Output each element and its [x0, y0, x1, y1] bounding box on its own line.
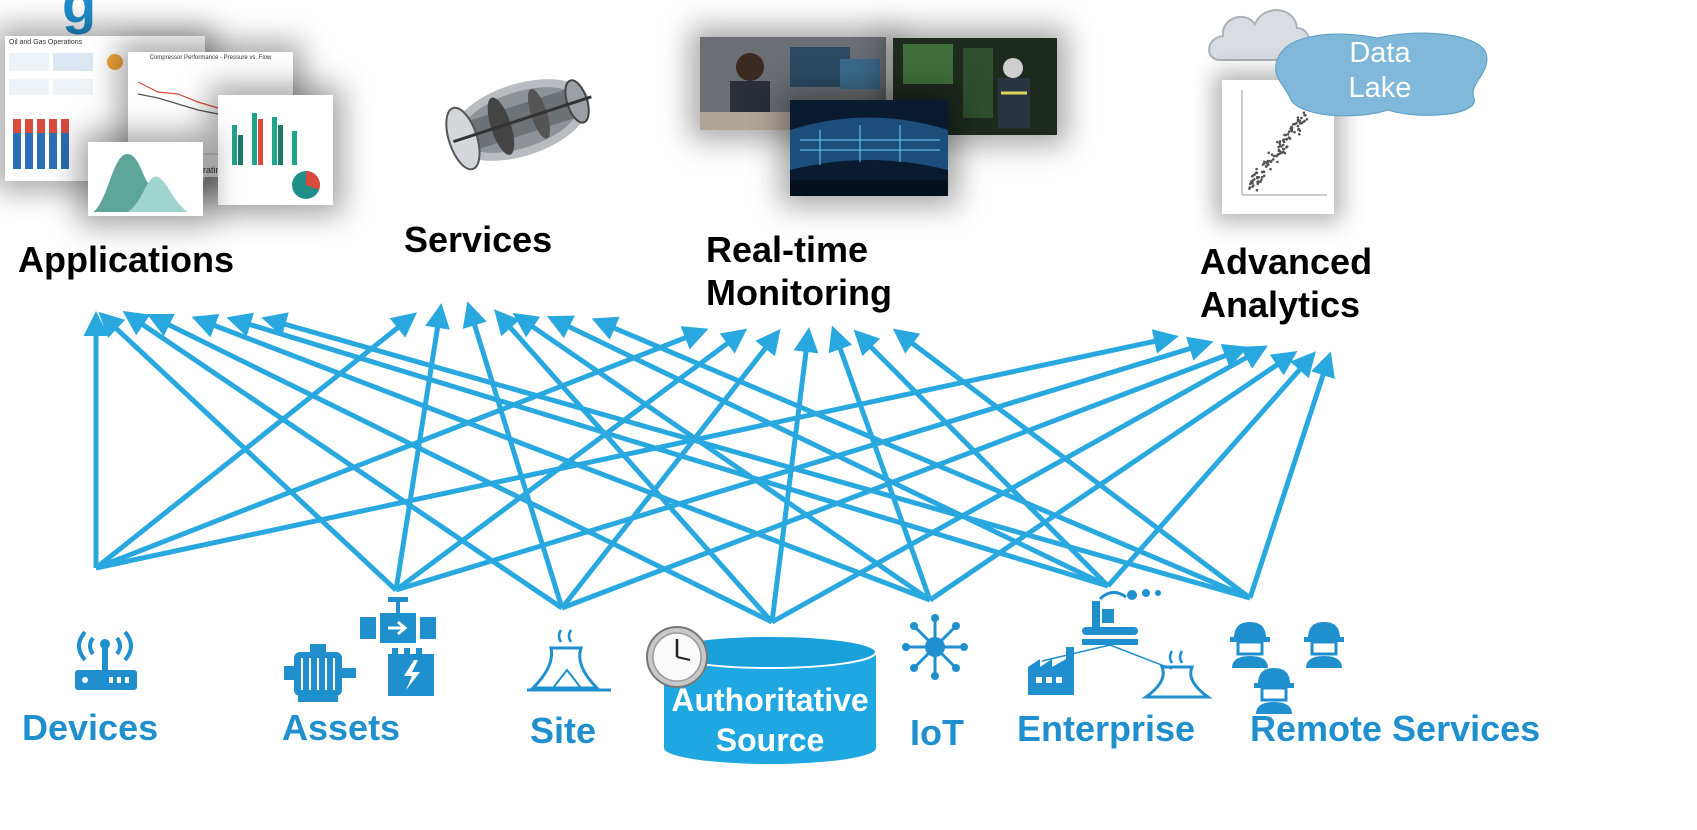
- dashboard-title: Oil and Gas Operations: [9, 39, 83, 46]
- consumer-label-services: Services: [404, 219, 553, 260]
- consumer-label-realtime: Real-time Monitoring: [706, 229, 892, 314]
- source-label-remote: Remote Services: [1250, 708, 1541, 749]
- arrow-iot-to-applications: [191, 314, 931, 603]
- arrow-enterprise-to-analytics: [1106, 351, 1316, 588]
- control-room-photo: [790, 100, 948, 196]
- source-label-enterprise: Enterprise: [1017, 708, 1196, 749]
- source-label-site: Site: [530, 710, 597, 751]
- arrow-site-to-services: [462, 301, 565, 609]
- site-icon: [527, 629, 611, 692]
- clock-icon: [646, 626, 708, 688]
- arrow-iot-to-analytics: [928, 350, 1298, 603]
- page-title-fragment: g: [62, 0, 97, 35]
- source-label-assets: Assets: [282, 707, 401, 748]
- valve-icon: [360, 597, 436, 643]
- arrow-iot-to-realtime: [828, 325, 933, 601]
- dashboard-widgets: [9, 53, 123, 169]
- arrow-authoritative-to-applications: [146, 313, 774, 625]
- consumer-label-applications: Applications: [18, 239, 235, 280]
- data-lake-label: Data Lake: [1348, 37, 1412, 104]
- arrow-site-to-applications: [122, 310, 564, 611]
- data-lake-shape: [1275, 32, 1488, 117]
- arrow-remote-to-analytics: [1247, 351, 1335, 599]
- bar-chart-screenshot: [218, 95, 333, 205]
- operating-range-label: Operating Reg: [186, 165, 245, 175]
- arrow-authoritative-to-services: [494, 309, 774, 624]
- arrow-site-to-realtime: [560, 328, 781, 610]
- source-label-devices: Devices: [22, 707, 159, 748]
- arrow-assets-to-applications: [98, 311, 398, 592]
- field-worker-photo: [893, 38, 1057, 135]
- area-chart-mini: [93, 153, 188, 212]
- arrow-assets-to-analytics: [395, 336, 1214, 593]
- motor-icon: [284, 644, 356, 702]
- arrow-iot-to-services: [512, 312, 932, 603]
- arrow-site-to-analytics: [561, 344, 1249, 611]
- arrow-remote-to-realtime: [892, 328, 1252, 600]
- arrow-devices-to-realtime: [95, 326, 709, 571]
- turbine-icon: [445, 79, 592, 171]
- arrow-enterprise-to-realtime: [853, 329, 1110, 588]
- arrow-devices-to-services: [94, 312, 418, 570]
- bar-chart-mini: [232, 113, 320, 199]
- arrow-remote-to-services: [591, 316, 1251, 601]
- arrow-enterprise-to-applications: [226, 312, 1109, 589]
- database-icon: [663, 635, 877, 764]
- arrow-authoritative-to-analytics: [770, 345, 1268, 625]
- source-label-iot: IoT: [910, 712, 964, 753]
- arrow-authoritative-to-realtime: [769, 327, 819, 623]
- area-chart-screenshot: [88, 142, 203, 216]
- arrow-devices-to-analytics: [95, 329, 1179, 571]
- arrow-assets-to-services: [393, 303, 450, 591]
- arrow-assets-to-realtime: [394, 328, 748, 593]
- iot-hub-icon: [902, 614, 968, 680]
- compressor-chart-title: Compressor Performance - Pressure vs. Fl…: [149, 55, 272, 61]
- wifi-router-icon: [75, 630, 137, 690]
- transformer-icon: [388, 648, 434, 696]
- consumer-label-analytics: Advanced Analytics: [1200, 241, 1373, 326]
- worker-icon: [1230, 622, 1344, 714]
- factory-icon: [1028, 589, 1213, 699]
- source-label-authoritative: Authoritative Source: [671, 682, 869, 758]
